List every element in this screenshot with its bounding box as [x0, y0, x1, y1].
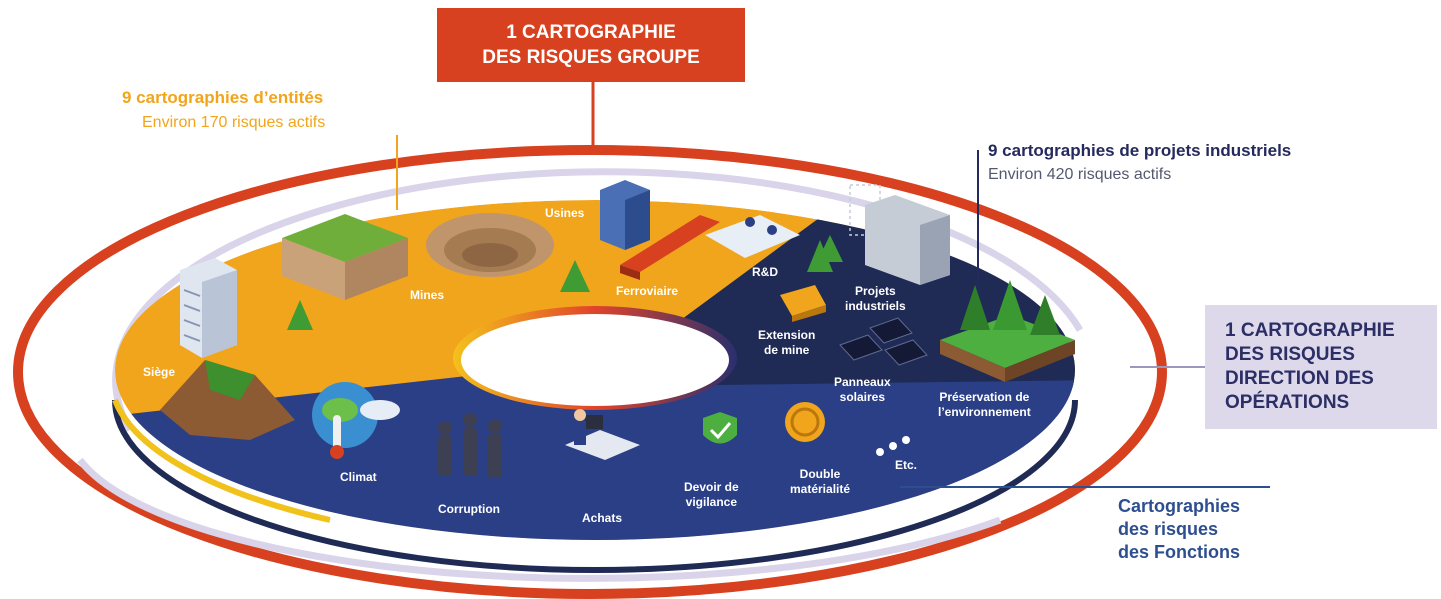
fonctions-line-1: Cartographies	[1118, 496, 1241, 516]
etc-dots-icon	[876, 436, 910, 456]
projets-title: 9 cartographies de projets industriels	[988, 141, 1292, 160]
label-rd: R&D	[752, 265, 778, 279]
fonctions-label: Cartographies des risques des Fonctions	[1118, 495, 1240, 564]
groupe-line-1: 1 CARTOGRAPHIE	[506, 22, 676, 43]
mine-block-icon	[282, 214, 408, 300]
label-double: Double matérialité	[790, 467, 850, 497]
industrial-building-icon	[849, 184, 950, 285]
label-devoir-line-1: Devoir de	[684, 480, 739, 494]
label-preservation-line-1: Préservation de	[939, 390, 1030, 404]
trees-icon	[287, 235, 843, 330]
inner-hole	[461, 314, 729, 406]
achats-desk-icon	[565, 409, 640, 460]
groupe-risk-map-box: 1 CARTOGRAPHIE DES RISQUES GROUPE	[437, 8, 745, 82]
label-preservation: Préservation de l’environnement	[938, 390, 1031, 420]
label-achats: Achats	[582, 511, 623, 525]
siege-building-icon	[180, 258, 237, 358]
label-ferroviaire: Ferroviaire	[616, 284, 679, 298]
dirop-line-1: 1 CARTOGRAPHIE	[1225, 320, 1395, 341]
label-projets-line-2: industriels	[845, 299, 906, 313]
label-panneaux-line-1: Panneaux	[834, 375, 891, 389]
label-mines: Mines	[410, 288, 445, 302]
label-panneaux-line-2: solaires	[839, 390, 886, 404]
groupe-line-2: DES RISQUES GROUPE	[482, 47, 700, 68]
direction-operations-box: 1 CARTOGRAPHIE DES RISQUES DIRECTION DES…	[1205, 305, 1437, 429]
corruption-people-icon	[438, 413, 502, 478]
disk-edge-left	[112, 398, 331, 523]
label-usines: Usines	[545, 206, 585, 220]
solar-panels-icon	[839, 317, 928, 366]
forest-block-icon	[940, 280, 1075, 382]
dump-truck-icon	[780, 285, 826, 322]
globe-icon	[312, 382, 400, 448]
label-devoir: Devoir de vigilance	[684, 480, 739, 510]
fonctions-line-3: des Fonctions	[1118, 542, 1241, 562]
label-corruption: Corruption	[438, 502, 500, 516]
outer-red-ring	[13, 145, 1167, 599]
dirop-line-4: OPÉRATIONS	[1225, 392, 1350, 413]
label-projets: Projets industriels	[845, 284, 906, 314]
factory-icon	[600, 180, 650, 250]
label-double-line-1: Double	[799, 467, 841, 481]
open-pit-icon	[426, 213, 554, 277]
dirop-line-2: DES RISQUES	[1225, 344, 1355, 365]
rd-lab-icon	[705, 215, 800, 258]
label-climat: Climat	[340, 470, 377, 484]
label-preservation-line-2: l’environnement	[938, 405, 1031, 419]
mountain-left-icon	[160, 360, 295, 440]
entites-title: 9 cartographies d’entités	[122, 88, 324, 107]
label-siege: Siège	[143, 365, 176, 379]
dirop-line-3: DIRECTION DES	[1225, 368, 1374, 389]
thermometer-icon	[330, 415, 344, 459]
label-double-line-2: matérialité	[790, 482, 851, 496]
projets-subtitle: Environ 420 risques actifs	[988, 166, 1172, 183]
label-etc: Etc.	[895, 458, 918, 472]
fonctions-line-2: des risques	[1118, 519, 1219, 539]
shield-icon	[703, 412, 737, 444]
label-extension-line-1: Extension	[758, 328, 816, 342]
disk-edge	[112, 399, 1078, 573]
lavender-ring-lower	[77, 457, 1002, 582]
label-projets-line-1: Projets	[855, 284, 896, 298]
train-icon	[620, 215, 720, 280]
entites-subtitle: Environ 170 risques actifs	[142, 114, 326, 131]
label-devoir-line-2: vigilance	[685, 495, 738, 509]
label-extension: Extension de mine	[758, 328, 815, 358]
double-materiality-icon	[785, 402, 825, 442]
label-panneaux: Panneaux solaires	[834, 375, 891, 405]
label-extension-line-2: de mine	[764, 343, 810, 357]
